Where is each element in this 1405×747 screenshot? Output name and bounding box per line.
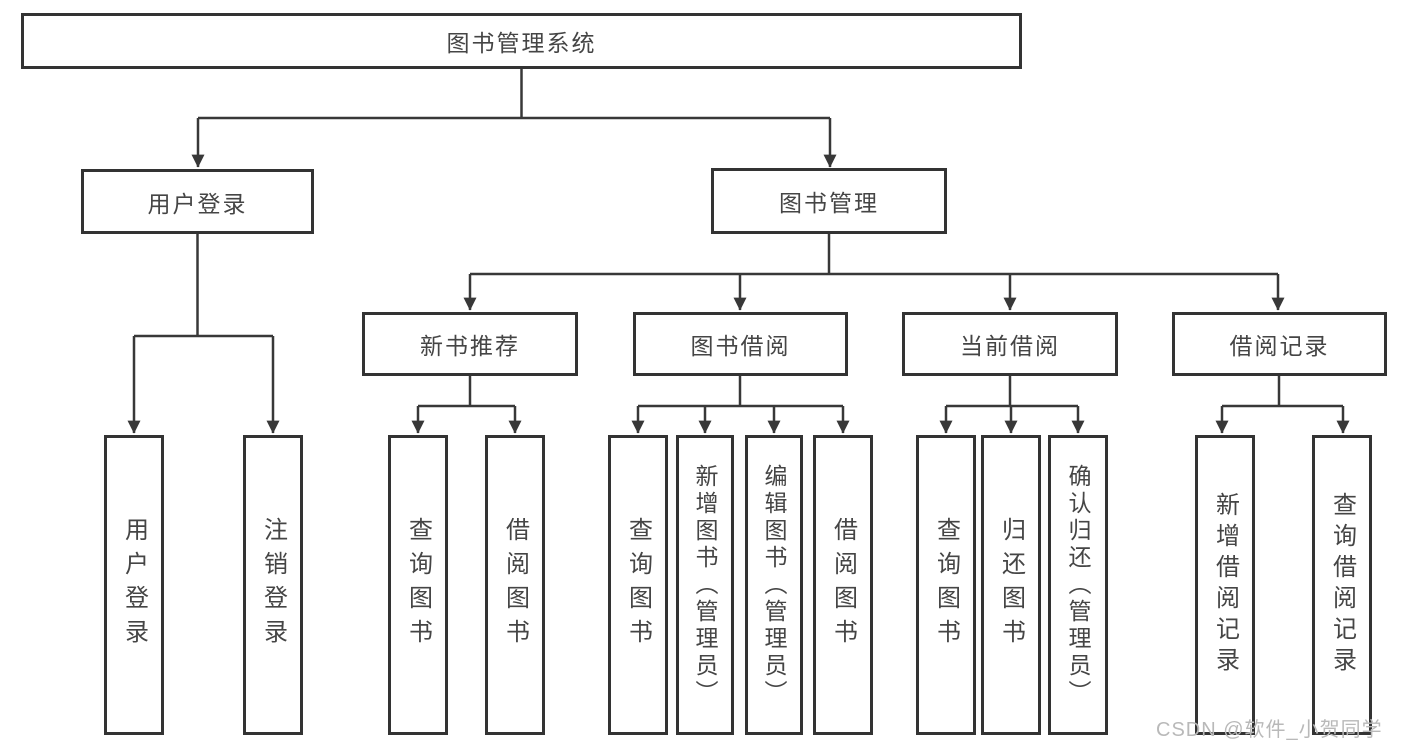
node-borrow-record-label: 借阅记录 [1229, 333, 1330, 359]
node-new-book-recommend: 新书推荐 [362, 312, 578, 376]
leaf-bb-add-book-admin: 新增图书（管理员） [676, 435, 734, 735]
leaf-bb-borrow-book: 借阅图书 [813, 435, 873, 735]
leaf-bb-query-book: 查询图书 [608, 435, 668, 735]
leaf-logout: 注销登录 [243, 435, 303, 735]
node-current-borrow-label: 当前借阅 [960, 333, 1060, 359]
leaf-cb-return-book-label: 归还图书 [997, 517, 1025, 653]
node-root-system-label: 图书管理系统 [446, 30, 597, 56]
leaf-bb-add-book-admin-label: 新增图书（管理员） [692, 463, 718, 707]
leaf-bb-edit-book-admin-label: 编辑图书（管理员） [761, 463, 787, 707]
leaf-bb-borrow-book-label: 借阅图书 [829, 517, 857, 653]
leaf-logout-label: 注销登录 [259, 517, 287, 653]
node-book-management-label: 图书管理 [779, 190, 879, 216]
leaf-user-login-label: 用户登录 [120, 517, 148, 653]
leaf-bb-edit-book-admin: 编辑图书（管理员） [745, 435, 803, 735]
leaf-cb-query-book: 查询图书 [916, 435, 976, 735]
leaf-cb-query-book-label: 查询图书 [932, 517, 960, 653]
leaf-nb-query-book-label: 查询图书 [404, 517, 432, 653]
node-book-management: 图书管理 [711, 168, 947, 234]
node-root-system: 图书管理系统 [21, 13, 1022, 69]
node-new-book-recommend-label: 新书推荐 [420, 333, 520, 359]
watermark: CSDN @软件_小贺同学 [1156, 719, 1383, 741]
node-user-login: 用户登录 [81, 169, 314, 234]
leaf-br-add-record-label: 新增借阅记录 [1211, 492, 1239, 678]
leaf-br-add-record: 新增借阅记录 [1195, 435, 1255, 735]
node-book-borrow: 图书借阅 [633, 312, 848, 376]
leaf-nb-query-book: 查询图书 [388, 435, 448, 735]
node-book-borrow-label: 图书借阅 [690, 333, 791, 359]
leaf-cb-confirm-return-admin: 确认归还（管理员） [1048, 435, 1108, 735]
leaf-user-login: 用户登录 [104, 435, 164, 735]
leaf-nb-borrow-book-label: 借阅图书 [501, 517, 529, 653]
leaf-nb-borrow-book: 借阅图书 [485, 435, 545, 735]
leaf-br-query-record: 查询借阅记录 [1312, 435, 1372, 735]
node-borrow-record: 借阅记录 [1172, 312, 1387, 376]
leaf-cb-return-book: 归还图书 [981, 435, 1041, 735]
node-user-login-label: 用户登录 [147, 190, 248, 217]
leaf-cb-confirm-return-admin-label: 确认归还（管理员） [1065, 463, 1091, 707]
leaf-br-query-record-label: 查询借阅记录 [1328, 492, 1356, 678]
node-current-borrow: 当前借阅 [902, 312, 1118, 376]
leaf-bb-query-book-label: 查询图书 [624, 517, 652, 653]
